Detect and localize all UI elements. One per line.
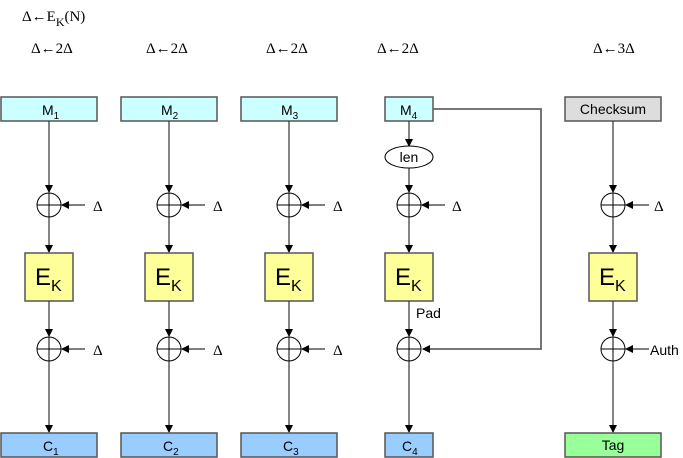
- svg-text:M4: M4: [400, 102, 418, 122]
- xor-2: [36, 336, 62, 362]
- svg-text:C3: C3: [283, 438, 299, 458]
- delta-label: Δ: [213, 199, 223, 215]
- svg-text:M2: M2: [161, 102, 179, 122]
- block-cipher-3: EK: [264, 252, 314, 302]
- ciphertext-block-3: C3: [240, 432, 338, 458]
- block-cipher-2: EK: [144, 252, 194, 302]
- len-function: len: [384, 145, 434, 169]
- block-cipher-tag: EK: [588, 252, 638, 302]
- delta-label: Δ: [452, 199, 462, 215]
- delta-update-tag: Δ←3Δ: [593, 41, 635, 57]
- xor-1: [36, 192, 62, 218]
- delta-label: Δ: [333, 199, 343, 215]
- svg-text:C4: C4: [402, 438, 418, 458]
- message-block-4: M4: [384, 96, 434, 122]
- message-block-1: M1: [0, 96, 98, 122]
- delta-update-3: Δ←2Δ: [266, 41, 308, 57]
- xor-1: [156, 192, 182, 218]
- svg-text:M3: M3: [281, 102, 299, 122]
- delta-label: Δ: [93, 343, 103, 359]
- init-formula: Δ←EK(N): [22, 9, 85, 29]
- delta-label: Δ: [654, 199, 664, 215]
- svg-text:M1: M1: [42, 102, 60, 122]
- xor-1: [600, 192, 626, 218]
- delta-update-1: Δ←2Δ: [31, 41, 73, 57]
- m4-feedback-line: [423, 108, 542, 350]
- svg-text:len: len: [400, 149, 419, 165]
- pad-label: Pad: [416, 305, 441, 321]
- message-block-3: M3: [240, 96, 338, 122]
- auth-label: Auth: [650, 342, 679, 358]
- arrow: [422, 345, 430, 353]
- svg-text:Checksum: Checksum: [580, 101, 646, 117]
- xor-2: [156, 336, 182, 362]
- svg-text:EK: EK: [275, 264, 302, 295]
- svg-text:EK: EK: [599, 264, 626, 295]
- ciphertext-block-2: C2: [120, 432, 218, 458]
- xor-2: [396, 336, 422, 362]
- svg-text:EK: EK: [35, 264, 62, 295]
- checksum-block: Checksum: [564, 96, 662, 122]
- delta-label: Δ: [93, 199, 103, 215]
- svg-text:EK: EK: [395, 264, 422, 295]
- block-cipher-4: EK: [384, 252, 434, 302]
- xor-2: [276, 336, 302, 362]
- svg-text:Tag: Tag: [602, 437, 625, 453]
- block-cipher-1: EK: [24, 252, 74, 302]
- delta-label: Δ: [333, 343, 343, 359]
- xor-1: [396, 192, 422, 218]
- delta-update-2: Δ←2Δ: [146, 41, 188, 57]
- svg-text:C1: C1: [43, 438, 59, 458]
- tag-block: Tag: [564, 432, 662, 458]
- ciphertext-block-1: C1: [0, 432, 98, 458]
- message-block-2: M2: [120, 96, 218, 122]
- delta-label: Δ: [213, 343, 223, 359]
- svg-text:C2: C2: [163, 438, 179, 458]
- xor-1: [276, 192, 302, 218]
- delta-update-4: Δ←2Δ: [377, 41, 419, 57]
- ciphertext-block-4: C4: [384, 432, 434, 458]
- svg-text:EK: EK: [155, 264, 182, 295]
- xor-2: [600, 336, 626, 362]
